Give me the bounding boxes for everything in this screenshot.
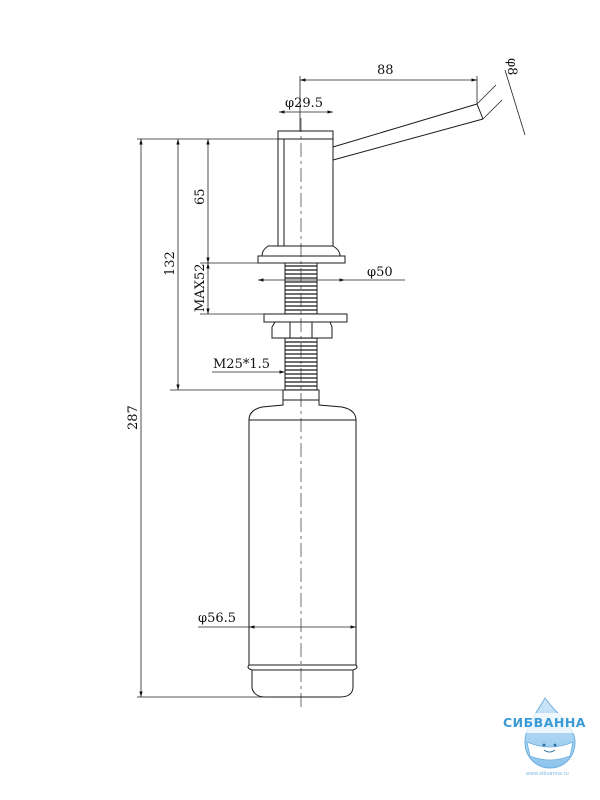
threaded-shank	[284, 262, 318, 391]
extension-lines	[137, 76, 503, 698]
pump-head	[277, 130, 334, 247]
flange-diameter-label: φ50	[367, 265, 393, 280]
spout-diameter-dim	[504, 69, 526, 136]
washer-nut	[263, 313, 348, 339]
max-thickness-label: MAX52	[193, 264, 208, 313]
flange	[257, 245, 346, 264]
spout-diameter-label: φ8	[504, 58, 519, 75]
bottle-diameter-label: φ56.5	[198, 611, 236, 626]
bottle-body	[247, 420, 358, 698]
dispenser-drawing	[247, 103, 484, 708]
sibvanna-logo: СИБВАННА www.sibvanna.ru	[500, 697, 600, 777]
spout	[332, 103, 484, 161]
bathtub-icon	[526, 741, 574, 761]
thread-label: M25*1.5	[213, 357, 270, 372]
logo-url: www.sibvanna.ru	[526, 771, 569, 777]
bottle-neck	[248, 389, 357, 421]
dimension-lines	[139, 69, 526, 697]
logo-brand: СИБВАННА	[503, 715, 586, 730]
upper-height-label: 65	[193, 188, 208, 205]
spout-length-label: 88	[377, 63, 394, 78]
total-height-label: 287	[126, 405, 141, 430]
head-diameter-label: φ29.5	[285, 96, 323, 111]
mid-height-label: 132	[163, 251, 178, 276]
